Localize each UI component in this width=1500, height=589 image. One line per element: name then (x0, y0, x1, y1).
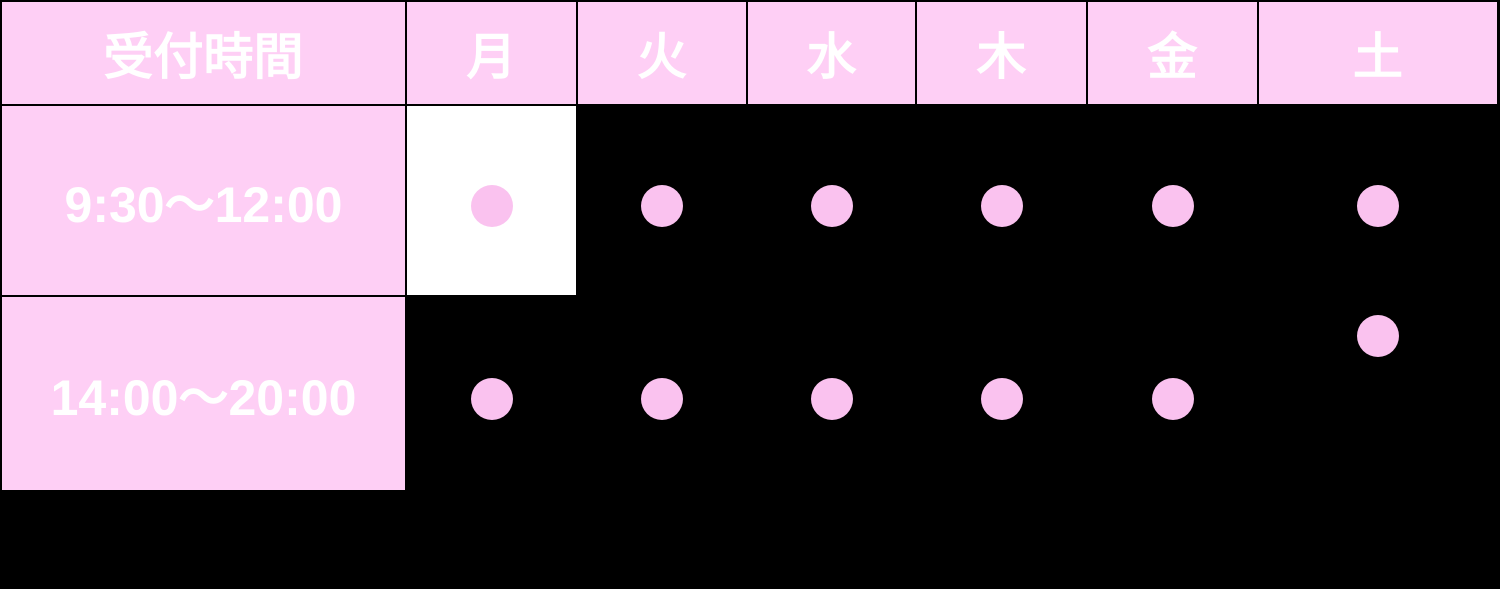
schedule-cell-r0-fri (1088, 106, 1257, 295)
day-header-thu: 木 (917, 2, 1086, 104)
open-circle-icon (810, 184, 853, 227)
open-circle-icon (1151, 184, 1194, 227)
time-label-afternoon: 14:00〜20:00 (2, 297, 405, 490)
day-header-mon: 月 (407, 2, 576, 104)
open-circle-icon (980, 377, 1023, 420)
schedule-cell-r0-mon (407, 106, 576, 295)
schedule-cell-r1-fri (1088, 297, 1257, 490)
open-circle-icon (641, 184, 683, 227)
day-header-tue: 火 (578, 2, 746, 104)
open-circle-icon (980, 184, 1023, 227)
open-circle-icon (1357, 184, 1399, 227)
open-circle-icon (641, 377, 683, 420)
open-circle-icon (1151, 377, 1194, 420)
schedule-cell-r0-wed (748, 106, 915, 295)
day-header-wed: 水 (748, 2, 915, 104)
schedule-cell-r1-tue (578, 297, 746, 490)
schedule-cell-r1-thu (917, 297, 1086, 490)
open-circle-icon (470, 184, 513, 227)
open-circle-icon (470, 377, 513, 420)
schedule-cell-r0-sat (1259, 106, 1497, 295)
day-header-sat: 土 (1259, 2, 1497, 104)
schedule-cell-r0-tue (578, 106, 746, 295)
schedule-cell-r1-sat (1259, 297, 1497, 490)
schedule-cell-r1-wed (748, 297, 915, 490)
open-circle-icon (810, 377, 853, 420)
corner-header: 受付時間 (2, 2, 405, 104)
schedule-cell-r1-mon (407, 297, 576, 490)
day-header-fri: 金 (1088, 2, 1257, 104)
time-label-morning: 9:30〜12:00 (2, 106, 405, 295)
schedule-cell-r0-thu (917, 106, 1086, 295)
open-circle-icon (1357, 314, 1399, 357)
